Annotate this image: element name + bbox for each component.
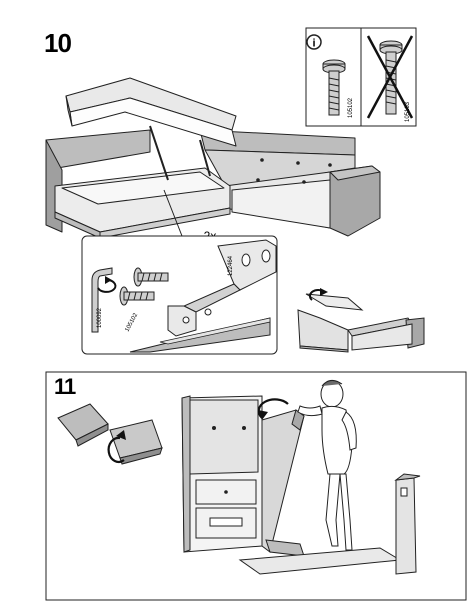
rotate-arrow-icon <box>257 398 289 420</box>
info-icon: i <box>306 34 322 50</box>
wardrobe-frame <box>181 395 263 553</box>
corner-sofa-open <box>45 77 381 239</box>
rotate-arrow-icon <box>107 430 126 463</box>
floor-base <box>238 547 402 575</box>
side-post <box>394 473 421 575</box>
step-number-11: 11 <box>54 374 76 399</box>
info-bolt-label: 105102 <box>348 97 354 118</box>
bolt-lower <box>119 286 155 306</box>
headboard-flip <box>57 403 163 465</box>
cross-out-icon <box>366 35 414 119</box>
bolt-allowed <box>322 59 346 116</box>
detail-callout: 122464 100092 105102 <box>81 235 278 355</box>
bracket <box>167 239 277 337</box>
sofa-closing-thumbnail <box>297 288 425 353</box>
rotate-arrow-icon <box>97 276 117 293</box>
bracket-label: 122464 <box>228 255 234 276</box>
hex-key <box>91 267 113 333</box>
info-icon-glyph: i <box>312 38 315 50</box>
tilting-panel <box>261 409 305 557</box>
step-number-10: 10 <box>44 28 72 58</box>
bolt-upper <box>133 267 169 287</box>
step-11-frame <box>45 371 467 601</box>
hex-key-label: 100092 <box>97 307 103 328</box>
bolt-forbidden <box>379 40 403 115</box>
rotate-arrow-icon <box>309 288 328 301</box>
crossed-bolt-label: 105163 <box>405 101 411 122</box>
person <box>297 380 357 551</box>
info-panel: i 105102 105163 <box>305 27 417 127</box>
